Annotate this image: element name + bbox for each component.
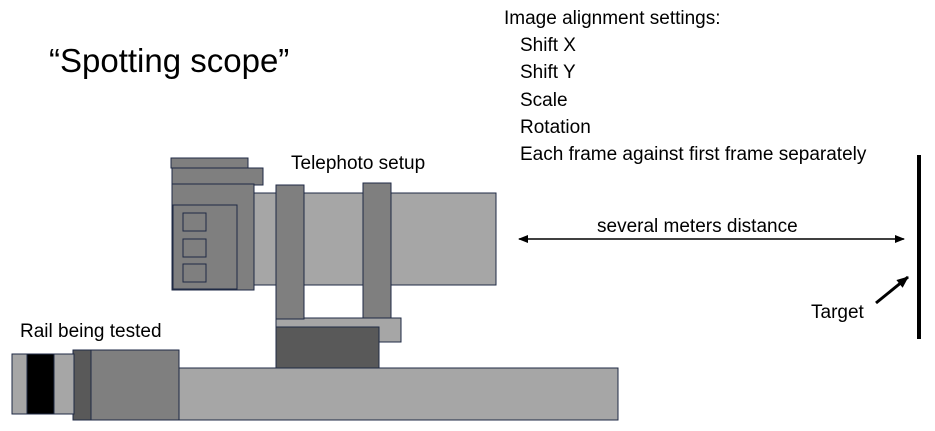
camera-top-plate [170, 157, 249, 169]
camera-button [182, 263, 207, 283]
distance-label: several meters distance [597, 216, 798, 237]
setting-item: Shift X [520, 35, 576, 56]
rail-block [89, 349, 180, 421]
camera-top [171, 167, 264, 186]
rail-assembly [11, 349, 619, 421]
setting-item: Shift Y [520, 62, 576, 83]
diagram-title: “Spotting scope” [49, 42, 290, 79]
rail-body [177, 367, 619, 421]
telephoto-label: Telephoto setup [291, 153, 426, 174]
tube-ring-right [362, 182, 392, 319]
settings-heading: Image alignment settings: [504, 8, 721, 29]
rail-clamp [72, 349, 92, 421]
rail-label: Rail being tested [20, 321, 162, 342]
camera-button [182, 212, 207, 232]
setting-item: Each frame against first frame separatel… [520, 144, 867, 165]
telephoto-assembly [170, 157, 497, 369]
camera-button [182, 238, 207, 258]
mount-clamp [275, 326, 380, 369]
setting-item: Scale [520, 90, 568, 111]
setting-item: Rotation [520, 117, 591, 138]
target-label: Target [811, 302, 864, 323]
tube-ring-left [275, 184, 305, 320]
target-pointer-arrow [875, 275, 909, 305]
rail-black-band [26, 353, 55, 415]
